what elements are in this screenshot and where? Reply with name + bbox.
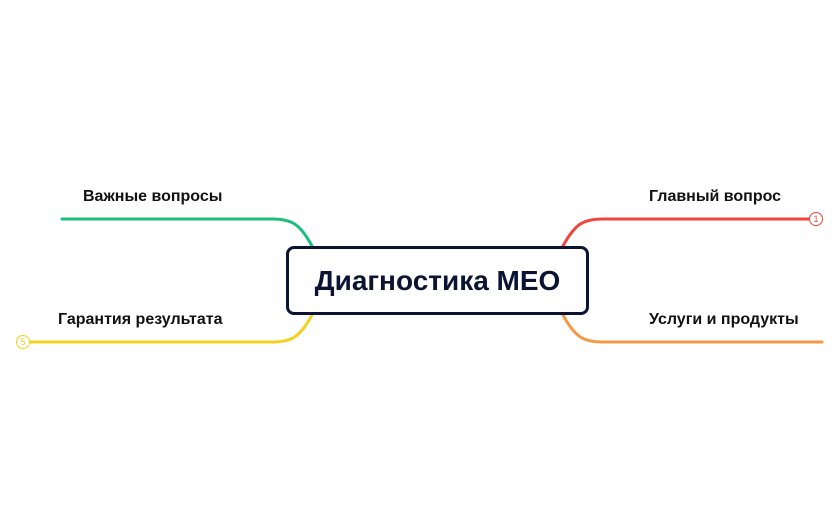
root-topic[interactable]: Диагностика МЕО (286, 246, 589, 315)
branch-label-glavnyi-vopros[interactable]: Главный вопрос (649, 188, 782, 205)
branch-label-garantiya-rezultata[interactable]: Гарантия результата (58, 311, 223, 328)
connector-uslugi-i-produkty (561, 313, 824, 344)
root-topic-title: Диагностика МЕО (314, 264, 561, 296)
connector-garantiya-rezultata (28, 313, 314, 344)
connector-glavnyi-vopros (561, 217, 812, 248)
collapsed-children-badge[interactable]: 5 (16, 335, 30, 349)
branch-label-vazhnye-voprosy[interactable]: Важные вопросы (83, 188, 223, 205)
connector-vazhnye-voprosy (60, 217, 314, 248)
collapsed-children-badge[interactable]: 1 (809, 212, 823, 226)
branch-label-uslugi-i-produkty[interactable]: Услуги и продукты (649, 311, 799, 328)
